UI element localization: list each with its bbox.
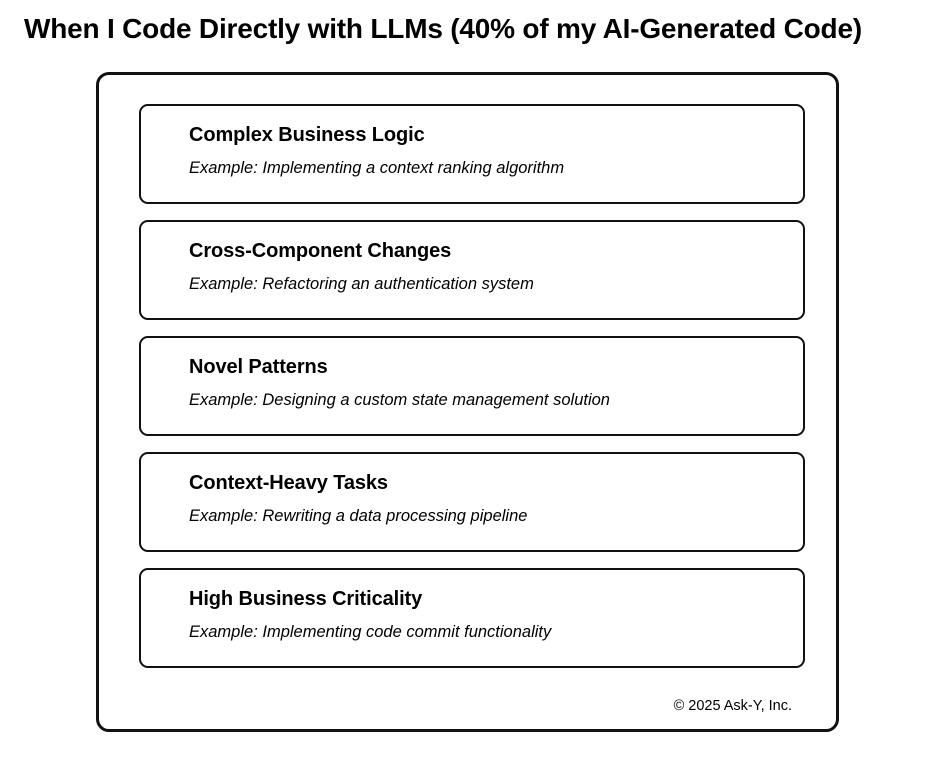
card-example: Example: Implementing a context ranking … (189, 159, 565, 177)
page-title: When I Code Directly with LLMs (40% of m… (24, 13, 862, 44)
card-example: Example: Implementing code commit functi… (189, 623, 552, 641)
card-title: Cross-Component Changes (189, 240, 452, 262)
card-example: Example: Designing a custom state manage… (189, 391, 610, 409)
list-item: Cross-Component Changes Example: Refacto… (139, 220, 805, 320)
list-item: Novel Patterns Example: Designing a cust… (139, 336, 805, 436)
list-item: High Business Criticality Example: Imple… (139, 568, 805, 668)
list-item: Complex Business Logic Example: Implemen… (139, 104, 805, 204)
card-title: High Business Criticality (189, 588, 423, 610)
card-title: Complex Business Logic (189, 124, 425, 146)
card-list: Complex Business Logic Example: Implemen… (139, 104, 805, 668)
card-example: Example: Refactoring an authentication s… (189, 275, 534, 293)
card-title: Context-Heavy Tasks (189, 472, 388, 494)
copyright-notice: © 2025 Ask-Y, Inc. (673, 698, 792, 714)
card-example: Example: Rewriting a data processing pip… (189, 507, 528, 525)
card-title: Novel Patterns (189, 356, 328, 378)
list-item: Context-Heavy Tasks Example: Rewriting a… (139, 452, 805, 552)
content-panel: Complex Business Logic Example: Implemen… (96, 72, 839, 732)
